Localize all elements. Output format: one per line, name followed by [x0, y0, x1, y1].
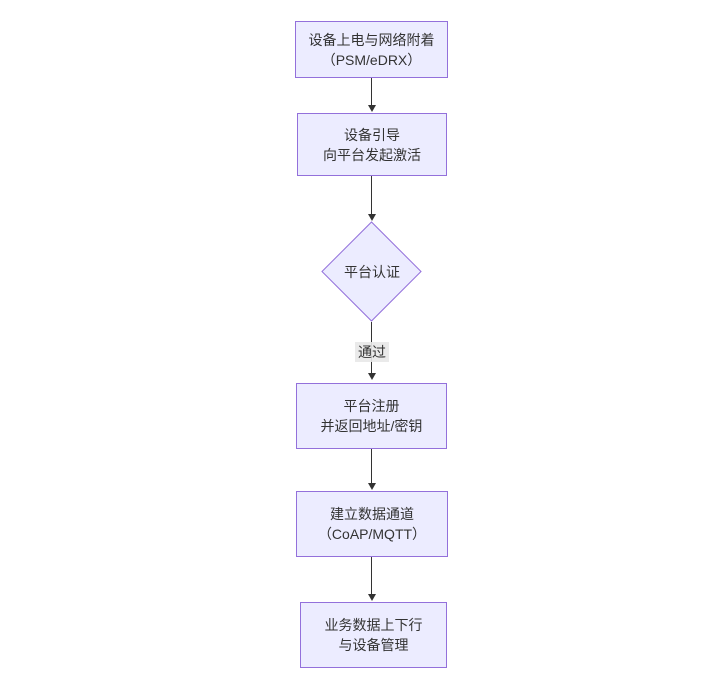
node-label-line: （CoAP/MQTT） [317, 526, 427, 542]
flow-arrow-1 [368, 78, 376, 112]
edge-label-pass: 通过 [355, 342, 389, 362]
node-label-line: 业务数据上下行 [324, 617, 423, 633]
flow-node-platform-register: 平台注册 并返回地址/密钥 [296, 383, 447, 449]
node-label-line: 平台认证 [344, 264, 400, 280]
node-label-line: 并返回地址/密钥 [320, 418, 423, 434]
node-label-line: 设备引导 [344, 126, 400, 143]
flow-node-power-attach: 设备上电与网络附着 （PSM/eDRX） [295, 21, 448, 78]
flow-node-data-channel: 建立数据通道 （CoAP/MQTT） [296, 491, 448, 557]
node-label-line: 向平台发起激活 [323, 146, 421, 163]
flow-arrow-2 [368, 176, 376, 221]
flow-node-bootstrap: 设备引导 向平台发起激活 [297, 113, 447, 176]
flow-node-business-data: 业务数据上下行 与设备管理 [300, 602, 447, 668]
node-label-line: （PSM/eDRX） [321, 51, 422, 68]
node-label-line: 与设备管理 [338, 637, 409, 653]
decision-diamond-label: 平台认证 [322, 222, 422, 322]
flow-arrow-5 [368, 557, 376, 601]
node-label-line: 设备上电与网络附着 [308, 31, 435, 48]
node-label-line: 建立数据通道 [330, 506, 414, 522]
node-label-line: 平台注册 [343, 398, 400, 414]
flow-arrow-4 [368, 449, 376, 490]
